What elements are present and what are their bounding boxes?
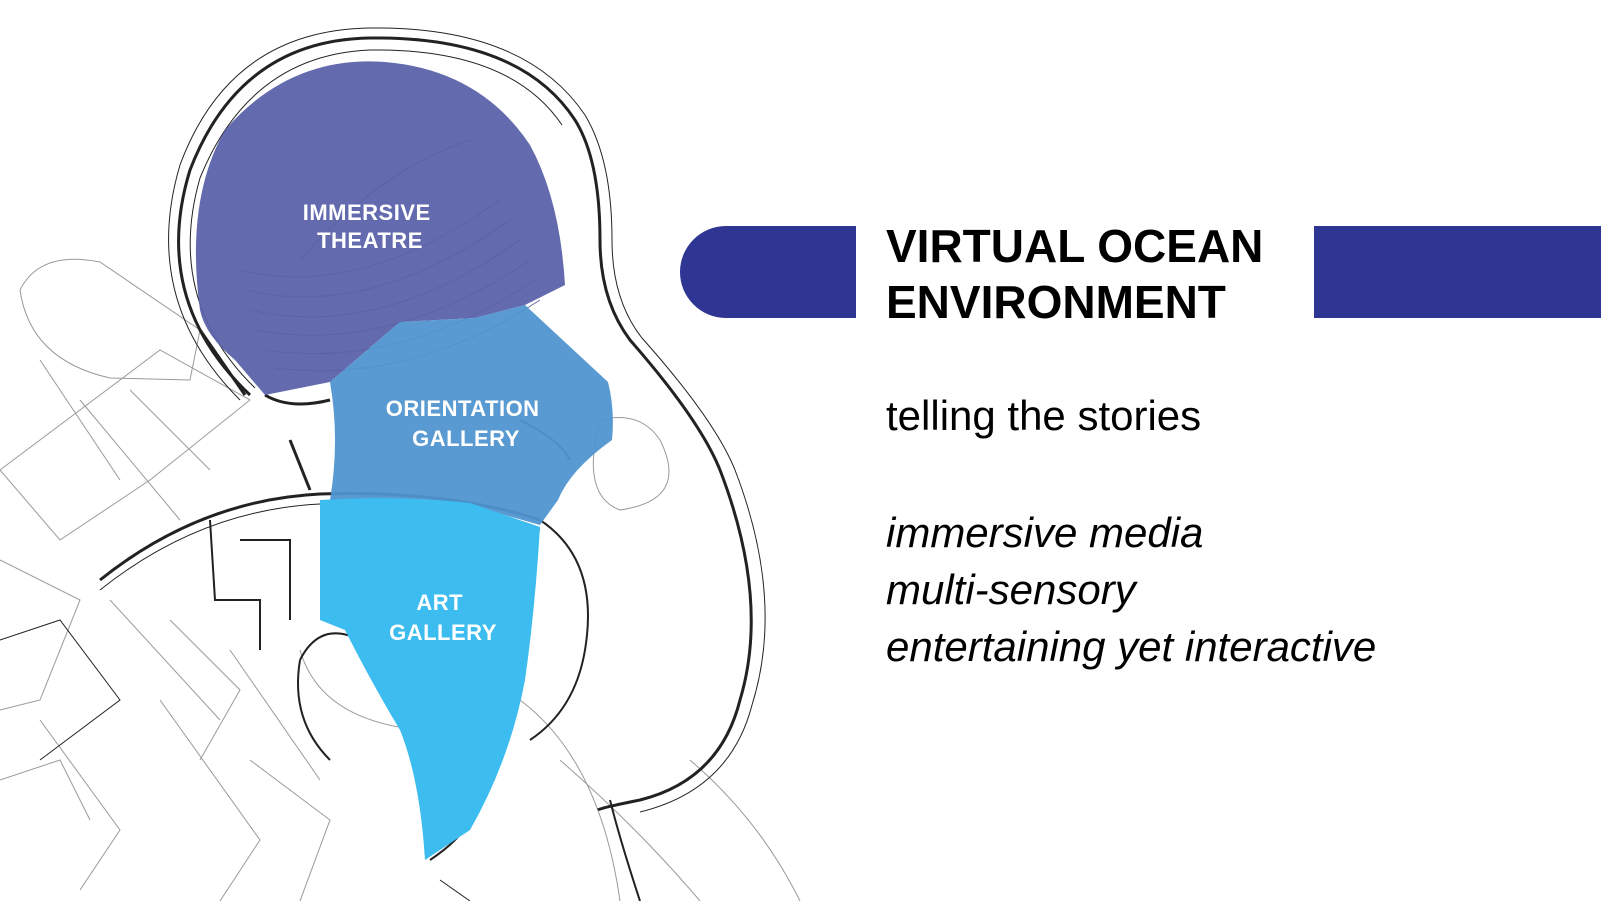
heading-accent-bar-left xyxy=(680,226,856,318)
heading-accent-bar-right xyxy=(1314,226,1601,318)
zone-label-orientation-gallery: ORIENTATION GALLERY xyxy=(386,396,546,451)
feature-item: multi-sensory xyxy=(886,566,1136,613)
zone-orientation-gallery[interactable] xyxy=(330,305,613,525)
page-title: VIRTUAL OCEAN ENVIRONMENT xyxy=(886,218,1306,330)
feature-list: immersive media multi-sensory entertaini… xyxy=(886,504,1376,675)
subtitle: telling the stories xyxy=(886,392,1202,439)
zone-label-art-gallery: ART GALLERY xyxy=(389,590,497,645)
floor-plan: IMMERSIVE THEATRE ORIENTATION GALLERY AR… xyxy=(0,27,801,901)
feature-item: immersive media xyxy=(886,509,1204,556)
title-line-1: VIRTUAL OCEAN xyxy=(886,220,1264,272)
zone-art-gallery[interactable] xyxy=(320,498,540,860)
zone-label-immersive-theatre: IMMERSIVE THEATRE xyxy=(303,200,438,253)
feature-item: entertaining yet interactive xyxy=(886,623,1377,670)
plan-linework xyxy=(0,258,801,901)
zone-immersive-theatre[interactable] xyxy=(195,61,565,395)
title-line-2: ENVIRONMENT xyxy=(886,276,1226,328)
